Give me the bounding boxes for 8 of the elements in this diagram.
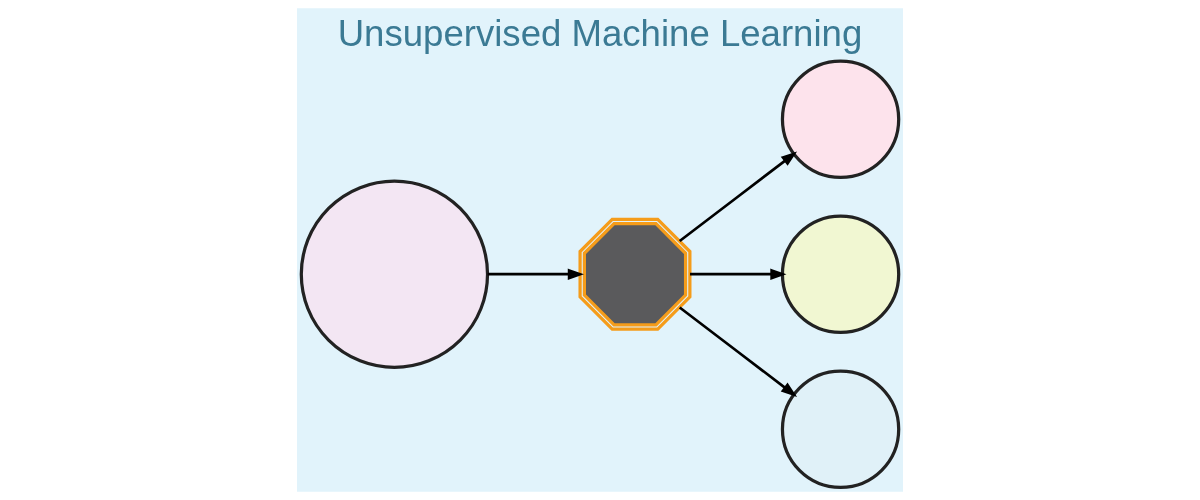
node-circle xyxy=(780,214,901,334)
arrow xyxy=(690,268,787,280)
node-picture xyxy=(578,217,692,331)
arrow xyxy=(678,151,798,243)
node-circle xyxy=(299,179,490,369)
diagram-title: Unsupervised Machine Learning xyxy=(337,13,863,55)
arrow xyxy=(678,306,798,397)
arrow xyxy=(487,268,584,280)
